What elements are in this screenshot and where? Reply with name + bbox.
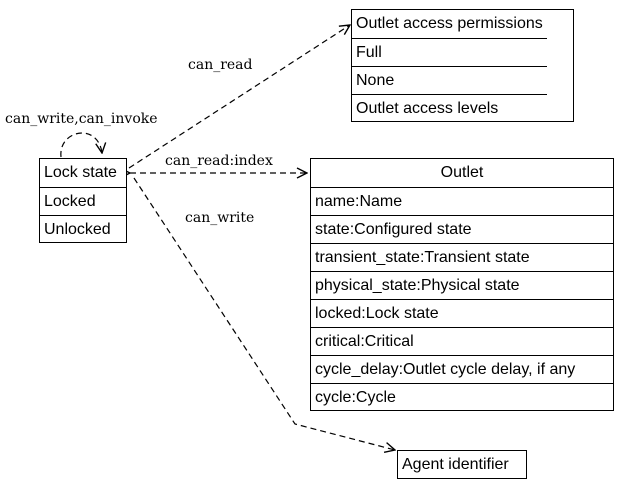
- entity-row: Outlet access levels: [352, 94, 547, 122]
- entity-title: Outlet access permissions: [356, 15, 543, 32]
- entity-row: physical_state:Physical state: [311, 271, 613, 299]
- entity-outlet: Outlet name:Name state:Configured state …: [310, 158, 614, 411]
- edge-self-loop: [60, 132, 102, 158]
- entity-row: Full: [352, 38, 547, 66]
- edge-to-outlet-access: [128, 25, 350, 169]
- entity-title: Lock state: [44, 164, 117, 181]
- entity-row: Unlocked: [40, 215, 126, 243]
- edge-to-agent: [133, 177, 395, 450]
- entity-row: cycle:Cycle: [311, 383, 613, 411]
- entity-title: Agent identifier: [402, 456, 509, 473]
- edge-label-self-loop: can_write,can_invoke: [5, 111, 158, 127]
- entity-row: transient_state:Transient state: [311, 243, 613, 271]
- entity-row: None: [352, 66, 547, 94]
- entity-lock-state: Lock state Locked Unlocked: [39, 158, 127, 243]
- entity-row: state:Configured state: [311, 215, 613, 243]
- entity-row: Locked: [40, 187, 126, 215]
- entity-agent-identifier: Agent identifier: [397, 450, 527, 479]
- entity-row: critical:Critical: [311, 327, 613, 355]
- edge-label-to-outlet-access: can_read: [188, 57, 253, 73]
- edge-label-to-outlet: can_read:index: [165, 153, 273, 169]
- edge-label-to-agent: can_write: [185, 210, 254, 226]
- entity-row: cycle_delay:Outlet cycle delay, if any: [311, 355, 613, 383]
- entity-outlet-access-permissions: Outlet access permissions Full None Outl…: [351, 9, 574, 122]
- entity-title: Outlet: [440, 164, 484, 181]
- entity-row: name:Name: [311, 187, 613, 215]
- entity-row: locked:Lock state: [311, 299, 613, 327]
